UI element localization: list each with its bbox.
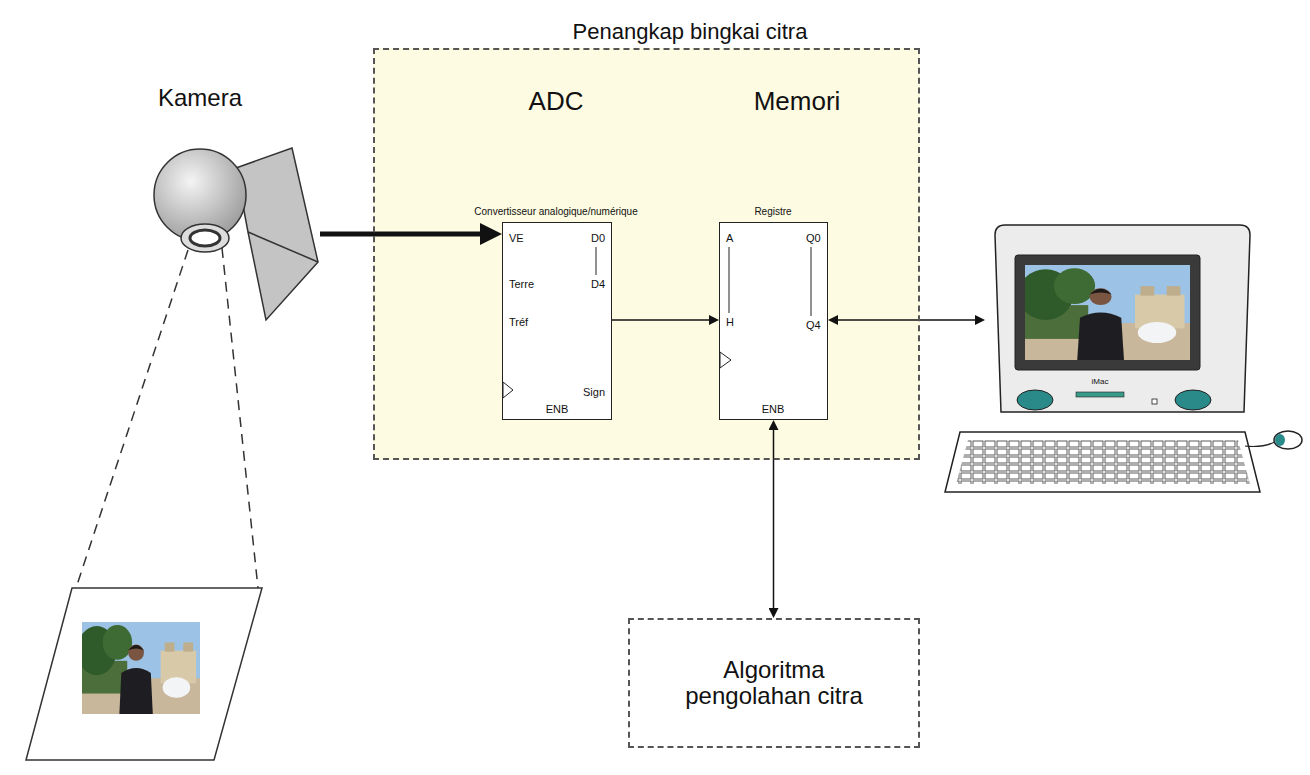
computer: iMac: [985, 225, 1305, 495]
process-box: Algoritma pengolahan citra: [628, 618, 920, 748]
scene-plane: [26, 588, 262, 760]
camera-body: [236, 148, 318, 320]
pin-label: Tréf: [509, 316, 528, 328]
speaker: [1175, 390, 1211, 410]
pin-label: Terre: [509, 278, 534, 290]
clock-symbol: [720, 352, 731, 368]
pin-bus-bar: [729, 247, 730, 313]
camera: Kamera: [150, 145, 320, 320]
connector-arrow: [320, 232, 480, 237]
keyboard-keys: [956, 440, 1250, 484]
pin-bus-bar: [811, 247, 812, 316]
connector-arrow: [838, 319, 975, 321]
frame-grabber-region: Penangkap bingkai citraADCConvertisseur …: [373, 48, 920, 460]
screen-bezel: [1015, 255, 1200, 370]
power-button: [1152, 399, 1157, 404]
connector-arrow: [773, 430, 775, 608]
camera-lens: [190, 230, 220, 246]
monitor-body: [995, 225, 1250, 412]
view-line: [76, 250, 188, 588]
mouse-button: [1275, 434, 1285, 446]
view-line: [222, 248, 258, 588]
register-chip: MemoriRegistreAHQ0Q4ENB: [719, 222, 828, 420]
keyboard: [945, 432, 1260, 492]
block-heading: ADC: [529, 87, 584, 116]
adc-chip: ADCConvertisseur analogique/numériqueVET…: [502, 222, 612, 420]
pin-label: A: [726, 232, 733, 244]
pin-label: VE: [509, 232, 524, 244]
pin-label: D0: [591, 232, 605, 244]
screen-photo: [1018, 265, 1190, 360]
speaker: [1017, 390, 1053, 410]
pin-label: D4: [591, 278, 605, 290]
drive-slot: [1076, 392, 1124, 397]
pin-label: Q0: [806, 232, 821, 244]
pin-label: Q4: [806, 319, 821, 331]
camera-edge: [248, 232, 318, 262]
process-label: Algoritma pengolahan citra: [659, 657, 889, 710]
connector-arrow: [612, 319, 709, 321]
pin-label: Sign: [583, 386, 605, 398]
part-label: Convertisseur analogique/numérique: [474, 206, 637, 217]
mouse-cord: [1245, 442, 1275, 447]
pin-label: ENB: [546, 403, 569, 415]
pin-label: H: [726, 316, 734, 328]
scene-photo: [77, 622, 200, 714]
brand-label: iMac: [1092, 378, 1109, 387]
clock-symbol: [503, 382, 513, 398]
camera-lens-mount: [181, 224, 229, 252]
block-heading: Memori: [754, 87, 841, 116]
camera-label: Kamera: [158, 85, 242, 111]
chip-fill: [719, 222, 828, 420]
mouse: [1274, 431, 1302, 449]
part-label: Registre: [754, 206, 791, 217]
chip-fill: [502, 222, 612, 420]
region-fill: [373, 48, 920, 460]
pin-label: ENB: [762, 403, 785, 415]
region-heading: Penangkap bingkai citra: [573, 20, 808, 44]
pin-bus-bar: [596, 247, 597, 275]
